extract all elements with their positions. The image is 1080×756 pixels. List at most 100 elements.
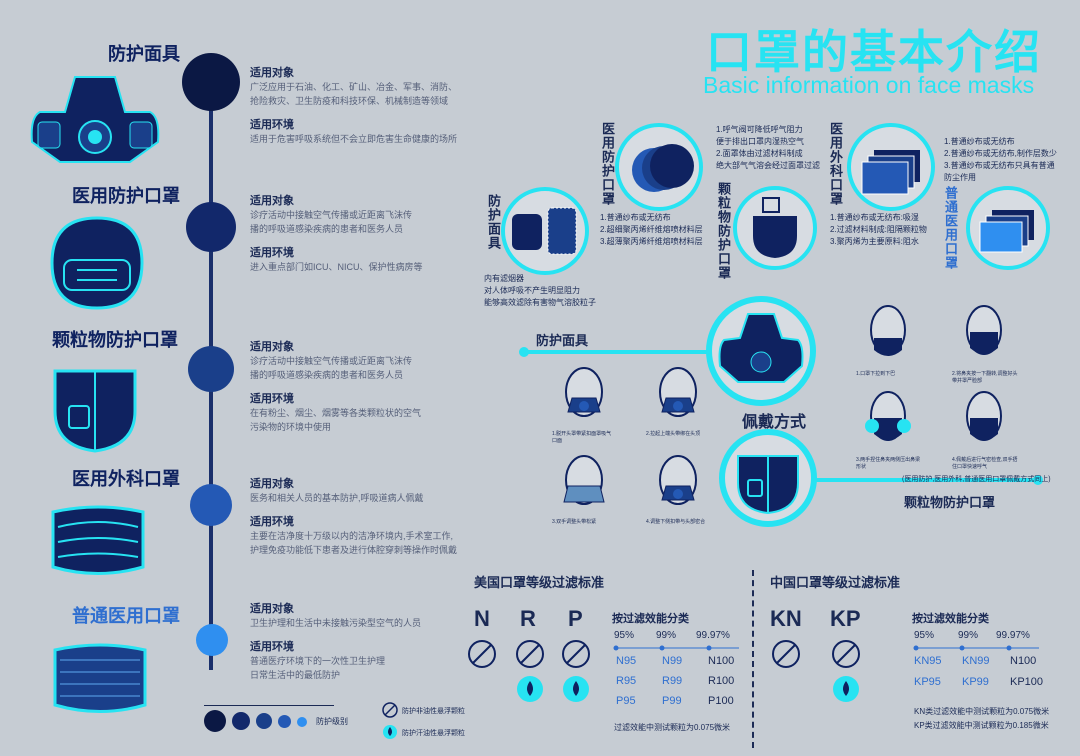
us-subtitle: 按过滤效能分类 [612,613,689,625]
cn-footnote-1: KN类过滤效能中测试颗粒为0.075微米 [914,707,1050,716]
env-text: 进入重点部门如ICU、NICU、保护性病房等 [250,262,423,272]
cn-subtitle: 按过滤效能分类 [912,613,989,625]
us-pct-9997: 99.97% [696,630,730,641]
us-cell: N100 [708,655,735,667]
general-structure-label: 普通医用口罩 [943,186,958,270]
mask-step-3-text: 3.两手捏住鼻夹两侧压出鼻梁形状 [856,457,921,470]
gas-step-2-figure [659,367,697,417]
standards-divider [752,570,754,748]
gas-mask-note-2: 对人体呼吸不产生明显阻力 [484,286,580,295]
general-structure-circle [966,186,1050,270]
cn-cell: KN99 [962,655,990,667]
level-legend-line [204,705,334,706]
timeline-node-3 [188,346,234,392]
particulate-item-3: 2.面罩体由过滤材料制成 [716,149,803,158]
medical-protective-item-3: 3.超薄聚丙烯纤维熔喷材料层 [600,237,703,246]
cn-filter-icons [772,640,860,702]
timeline-section-1: 适用对象 广泛应用于石油、化工、矿山、冶金、军事、消防、 抢险救灾、卫生防疫和科… [250,64,500,146]
gas-step-4-figure [659,455,697,505]
particulate-item-1: 1.呼气阀可降低呼气阻力 [716,125,803,134]
timeline-node-1 [182,53,240,111]
wearing-title: 佩戴方式 [742,414,807,431]
medical-protective-structure-circle [615,123,703,211]
gas-mask-structure-label: 防护面具 [486,194,501,250]
target-text: 播的呼吸道感染疾病的患者和医务人员 [250,224,404,234]
cn-cell: KP100 [1010,676,1044,688]
timeline-node-4 [190,484,232,526]
target-label: 适用对象 [250,478,294,490]
gas-step-2-text: 2.拉起上端头带绑在头顶 [646,431,701,437]
surgical-structure-circle [847,123,935,211]
env-label: 适用环境 [250,119,294,131]
cn-footnote-2: KP类过滤效能中测试颗粒为0.185微米 [914,721,1049,730]
us-cell: N95 [616,655,637,667]
level-dot-3 [256,713,272,729]
timeline-section-4: 适用对象 医务和相关人员的基本防护,呼吸道病人佩戴 适用环境 主要在洁净度十万级… [250,475,500,557]
particulate-item-2: 便于排出口罩内湿热空气 [716,137,804,146]
target-text: 诊疗活动中接触空气传播或近距离飞沫传 [250,210,413,220]
particulate-item-4: 绝大部气气溶会经过面罩过滤 [716,161,820,170]
cn-pct-9997: 99.97% [996,630,1030,641]
us-grade-n: N [474,606,490,631]
general-item-2: 2.普通纱布或无纺布,制作层数少 [944,149,1057,158]
us-cell: P99 [662,695,682,707]
medical-protective-illustration [50,216,144,310]
target-text: 抢险救灾、卫生防疫和科技环保、机械制造等领域 [250,96,449,106]
mask-step-4-figure [966,391,1002,441]
wearing-gas-mask-label: 防护面具 [536,333,589,348]
env-text: 日常生活中的最低防护 [250,670,341,680]
us-grade-r: R [520,606,536,631]
level-dot-1 [204,710,226,732]
filter-legend-oil: 防护汗油性悬浮颗粒 [402,730,465,737]
general-item-3: 3.普通纱布或无纺布只具有普通 [944,161,1055,170]
timeline-label-general: 普通医用口罩 [72,606,180,626]
gas-mask-note-3: 能够高效滤除有害物气溶胶粒子 [484,298,596,307]
env-label: 适用环境 [250,516,294,528]
us-cell: R100 [708,675,735,687]
cn-cell: KN95 [914,655,942,667]
gas-step-1-figure [565,367,603,417]
particulate-structure-label: 颗粒物防护口罩 [716,182,731,280]
timeline-label-medical-protective: 医用防护口罩 [72,186,180,206]
gas-step-3-figure [563,455,605,505]
env-text: 在有粉尘、烟尘、烟雾等各类颗粒状的空气 [250,408,422,418]
target-text: 播的呼吸道感染疾病的患者和医务人员 [250,370,404,380]
env-label: 适用环境 [250,247,294,259]
target-label: 适用对象 [250,603,294,615]
general-item-1: 1.普通纱布或无纺布 [944,137,1015,146]
env-text: 污染物的环境中使用 [250,422,332,432]
us-footnote: 过滤效能中测试颗粒为0.075微米 [614,723,731,732]
medical-protective-item-1: 1.普通纱布或无纺布 [600,213,671,222]
us-grade-p: P [568,606,583,631]
gas-step-3-text: 3.双手调整头带松紧 [552,519,597,525]
cn-pct-scale [913,645,1039,651]
us-cell: P100 [708,695,734,707]
mask-step-2-figure [966,305,1002,355]
target-text: 医务和相关人员的基本防护,呼吸道病人佩戴 [250,493,424,503]
surgical-item-2: 2.过滤材料制成:阻隔颗粒物 [830,225,927,234]
wearing-particulate-label: 颗粒物防护口罩 [904,495,996,510]
gas-mask-note-1: 内有滤烟器 [484,274,524,283]
level-dot-5 [297,717,307,727]
timeline-label-gas-mask: 防护面具 [108,44,180,64]
surgical-structure-label: 医用外科口罩 [828,122,843,206]
page-subtitle: Basic information on face masks [703,72,1035,98]
filter-legend-icons [382,702,398,739]
wearing-gas-mask-circle [706,296,816,406]
cn-pct-95: 95% [914,630,935,641]
us-pct-99: 99% [656,630,677,641]
cn-grade-kp: KP [830,606,861,631]
us-pct-scale [613,645,739,651]
cn-cell: KP99 [962,676,989,688]
surgical-item-1: 1.普通纱布或无纺布:吸湿 [830,213,919,222]
env-text: 主要在洁净度十万级以内的洁净环境内,手术室工作, [250,531,454,541]
general-item-4: 防尘作用 [944,173,976,182]
general-illustration [53,643,147,713]
level-dot-4 [278,715,291,728]
wearing-note: (医用防护,医用外科,普通医用口罩佩戴方式同上) [902,476,1051,483]
gas-mask-illustration [30,76,160,163]
us-cell: R95 [616,675,637,687]
mask-step-1-text: 1.口罩下拉到下巴 [856,371,896,377]
target-text: 诊疗活动中接触空气传播或近距离飞沫传 [250,356,413,366]
